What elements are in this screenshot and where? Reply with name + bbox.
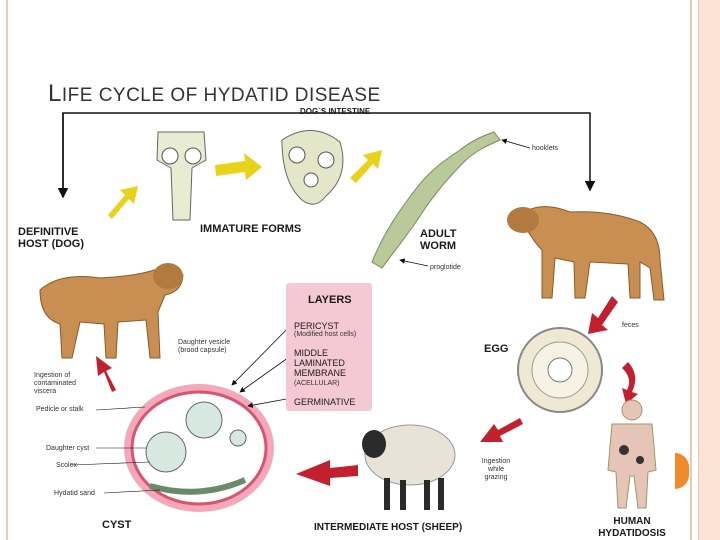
human-icon <box>607 399 657 509</box>
immature-form-1-icon <box>156 131 207 221</box>
yellow-arrow-2 <box>215 153 262 180</box>
adult-worm-icon <box>371 131 501 269</box>
label-egg: EGG <box>484 343 509 355</box>
right-border-band <box>698 0 720 540</box>
dog-right-icon <box>507 206 665 301</box>
label-cyst: CYST <box>102 519 132 531</box>
red-arrow-human <box>622 362 638 404</box>
label-feces: feces <box>622 322 639 329</box>
layers-panel <box>286 283 372 411</box>
sheep-icon <box>362 424 456 510</box>
label-hydatid-sand: Hydatid sand <box>54 490 95 497</box>
cyst-icon <box>124 384 274 512</box>
label-human-hydatidosis: HUMAN HYDATIDOSIS <box>598 516 666 539</box>
slide-title: LIFE CYCLE OF HYDATID DISEASE <box>48 80 381 107</box>
orange-accent-tab <box>675 453 689 489</box>
left-border-line <box>6 0 8 540</box>
label-intermediate-host: INTERMEDIATE HOST (SHEEP) <box>314 522 463 533</box>
right-border-line <box>690 0 692 540</box>
egg-icon <box>517 327 603 413</box>
pointer-pedicle <box>95 406 146 411</box>
pointer-proglottide <box>399 258 429 267</box>
pointer-germinative <box>247 397 293 408</box>
label-ingestion-grazing: Ingestion while grazing <box>481 458 511 481</box>
red-arrow-sheep <box>480 418 523 442</box>
label-ingestion-viscera: Ingestion of contaminated viscera <box>34 372 77 395</box>
label-germinative: GERMINATIVE <box>294 397 356 407</box>
label-pedicle: Pedicle or stalk <box>36 406 84 413</box>
label-pericyst: PERICYST <box>294 321 340 331</box>
label-proglottide: proglotide <box>430 264 461 271</box>
label-pericyst-note: (Modified host cells) <box>294 331 357 338</box>
label-daughter-cyst: Daughter cyst <box>46 445 90 452</box>
pointer-membrane <box>239 354 293 393</box>
red-arrow-ingestion <box>96 356 116 392</box>
label-daughter-vesicle: Daughter vesicle (brood capsule) <box>178 339 231 354</box>
label-immature-forms: IMMATURE FORMS <box>200 223 302 235</box>
label-hooklets: hooklets <box>532 145 559 152</box>
label-layers: LAYERS <box>308 294 352 306</box>
label-acellular: (ACELLULAR) <box>294 380 340 387</box>
red-arrow-feces <box>588 296 618 334</box>
label-scolex: Scolex <box>56 462 78 469</box>
label-adult-worm: ADULT WORM <box>420 228 457 252</box>
label-dogs-intestine: DOG`S INTESTINE <box>300 107 371 116</box>
label-middle-membrane: MIDDLE LAMINATED MEMBRANE <box>294 348 347 378</box>
pointer-scolex <box>71 461 151 466</box>
red-arrow-cyst <box>296 460 358 486</box>
pointer-hooklets <box>501 138 531 149</box>
pointer-pericyst <box>231 323 293 386</box>
dog-left-icon <box>39 263 184 359</box>
immature-form-2-icon <box>281 130 344 205</box>
yellow-arrow-3 <box>350 150 382 183</box>
label-definitive-host: DEFINITIVE HOST (DOG) <box>18 226 84 250</box>
yellow-arrow-1 <box>108 186 138 219</box>
pointer-sand <box>103 489 161 494</box>
